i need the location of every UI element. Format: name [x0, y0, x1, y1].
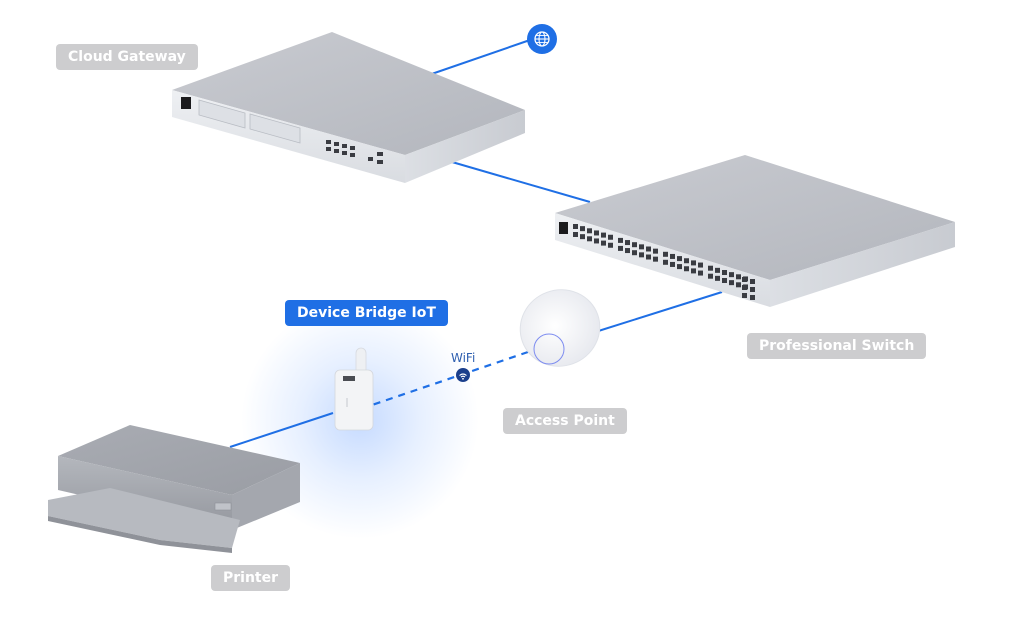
switch-port	[573, 224, 578, 229]
switch-port	[608, 234, 613, 240]
switch-port	[625, 248, 630, 254]
switch-port	[625, 240, 630, 246]
switch-port	[594, 238, 599, 244]
switch-port	[729, 272, 734, 278]
switch-port	[580, 226, 585, 232]
switch-port	[684, 266, 689, 272]
switch-port	[663, 259, 668, 265]
switch-port	[684, 258, 689, 264]
switch-port	[618, 237, 623, 243]
switch-port	[608, 242, 613, 248]
switch-port	[653, 248, 658, 254]
cloud-gateway-label: Cloud Gateway	[56, 44, 198, 70]
device-bridge-iot-label: Device Bridge IoT	[285, 300, 448, 326]
switch-port	[708, 265, 713, 271]
switch-port	[729, 280, 734, 286]
switch-port	[691, 268, 696, 274]
switch-port	[677, 256, 682, 262]
switch-port	[587, 236, 592, 242]
wifi-icon	[456, 368, 470, 382]
switch-port	[639, 244, 644, 250]
switch-port	[698, 262, 703, 268]
switch-port	[632, 242, 637, 248]
switch-port	[736, 282, 741, 288]
device-bridge-iot-device[interactable]	[334, 347, 374, 431]
professional-switch-device[interactable]	[555, 155, 955, 307]
switch-port	[722, 278, 727, 283]
switch-port	[698, 270, 703, 276]
wifi-link-label: WiFi	[451, 351, 476, 365]
switch-port	[670, 253, 675, 259]
access-point-label: Access Point	[503, 408, 627, 434]
link-bridge-printer	[229, 412, 334, 448]
switch-port	[601, 232, 606, 238]
switch-port	[580, 234, 585, 240]
link-internet-gateway	[419, 39, 531, 79]
switch-port	[722, 270, 727, 275]
globe-icon	[534, 31, 550, 47]
printer-device[interactable]	[48, 425, 300, 553]
switch-port	[736, 274, 741, 280]
switch-port	[715, 267, 720, 273]
switch-port	[594, 230, 599, 236]
switch-port	[632, 250, 637, 256]
switch-port	[677, 264, 682, 270]
switch-port	[653, 256, 658, 262]
switch-port	[663, 251, 668, 257]
switch-port	[639, 252, 644, 258]
switch-port	[691, 260, 696, 266]
switch-port	[646, 254, 651, 260]
switch-port	[587, 228, 592, 234]
switch-port	[601, 240, 606, 246]
access-point-device[interactable]	[509, 279, 610, 378]
switch-port	[573, 232, 578, 237]
link-gateway-switch	[451, 161, 591, 203]
internet-node[interactable]	[527, 24, 557, 54]
cloud-gateway-device[interactable]	[172, 32, 525, 183]
link-ap-bridge-wifi	[371, 350, 529, 407]
printer-label: Printer	[211, 565, 291, 591]
professional-switch-label: Professional Switch	[747, 333, 927, 359]
switch-port	[715, 275, 720, 281]
switch-port	[618, 245, 623, 251]
switch-port	[670, 261, 675, 267]
link-switch-ap	[591, 291, 723, 334]
switch-port	[646, 246, 651, 252]
switch-port	[708, 273, 713, 279]
